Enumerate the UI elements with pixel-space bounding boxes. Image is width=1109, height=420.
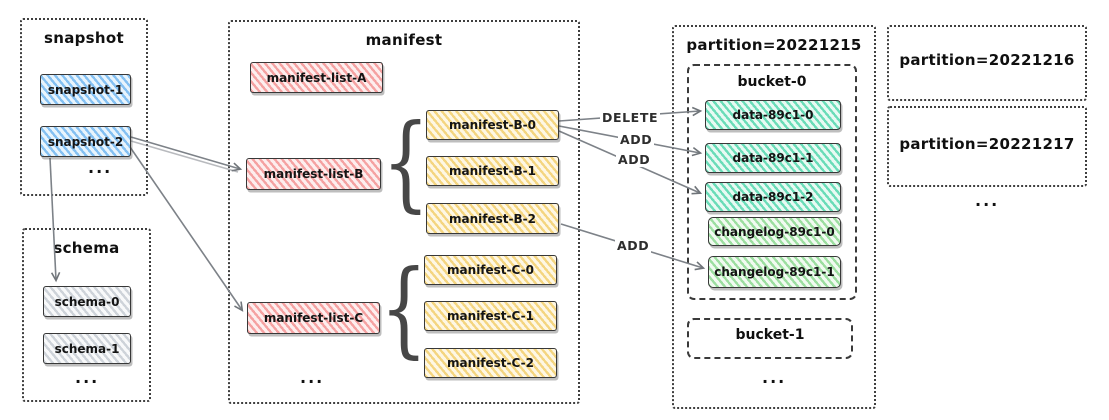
schema-more-dots: ... (75, 368, 100, 387)
schema-group-title: schema (53, 239, 120, 257)
edge-label-add-2: ADD (616, 152, 653, 167)
brace-manifest-b-group: { (382, 101, 430, 223)
bucket-1-container: bucket-1 (687, 318, 853, 359)
bucket-1-title: bucket-1 (735, 327, 805, 343)
manifest-more-dots: ... (300, 368, 325, 387)
node-manifest-b-0: manifest-B-0 (426, 110, 559, 140)
partition-20221215-more-dots: ... (762, 368, 787, 387)
node-manifest-c-0: manifest-C-0 (424, 255, 557, 285)
bucket-0-title: bucket-0 (737, 74, 807, 90)
node-data-89c1-0: data-89c1-0 (705, 100, 841, 130)
node-changelog-89c1-1: changelog-89c1-1 (708, 256, 841, 288)
partitions-more-dots: ... (975, 191, 1000, 210)
partition-20221216-group: partition=20221216 (887, 25, 1087, 101)
node-changelog-89c1-0: changelog-89c1-0 (708, 217, 841, 246)
node-manifest-c-1: manifest-C-1 (424, 301, 557, 331)
schema-group: schema (22, 228, 151, 402)
node-manifest-list-a: manifest-list-A (250, 62, 383, 93)
node-manifest-b-2: manifest-B-2 (426, 203, 559, 234)
snapshot-more-dots: ... (88, 158, 113, 177)
partition-20221217-title: partition=20221217 (899, 135, 1075, 153)
node-data-89c1-1: data-89c1-1 (705, 143, 841, 173)
node-schema-0: schema-0 (43, 286, 131, 317)
node-manifest-b-1: manifest-B-1 (426, 156, 559, 186)
node-manifest-list-b: manifest-list-B (246, 158, 381, 190)
partition-20221216-title: partition=20221216 (899, 51, 1075, 69)
partition-20221217-group: partition=20221217 (887, 106, 1087, 187)
node-snapshot-2: snapshot-2 (40, 126, 131, 157)
edge-label-add-1: ADD (618, 132, 655, 147)
brace-manifest-c-group: { (380, 247, 428, 369)
partition-20221215-group: partition=20221215 (672, 25, 876, 409)
snapshot-group-title: snapshot (44, 29, 124, 47)
edge-label-delete: DELETE (600, 110, 661, 125)
snapshot-group: snapshot (20, 18, 148, 196)
manifest-group-title: manifest (365, 31, 443, 49)
edge-label-add-3: ADD (615, 238, 652, 253)
node-schema-1: schema-1 (43, 333, 131, 364)
partition-20221215-title: partition=20221215 (686, 36, 862, 54)
node-manifest-c-2: manifest-C-2 (424, 348, 557, 378)
node-manifest-list-c: manifest-list-C (247, 302, 380, 334)
node-data-89c1-2: data-89c1-2 (705, 182, 841, 212)
node-snapshot-1: snapshot-1 (40, 74, 131, 105)
